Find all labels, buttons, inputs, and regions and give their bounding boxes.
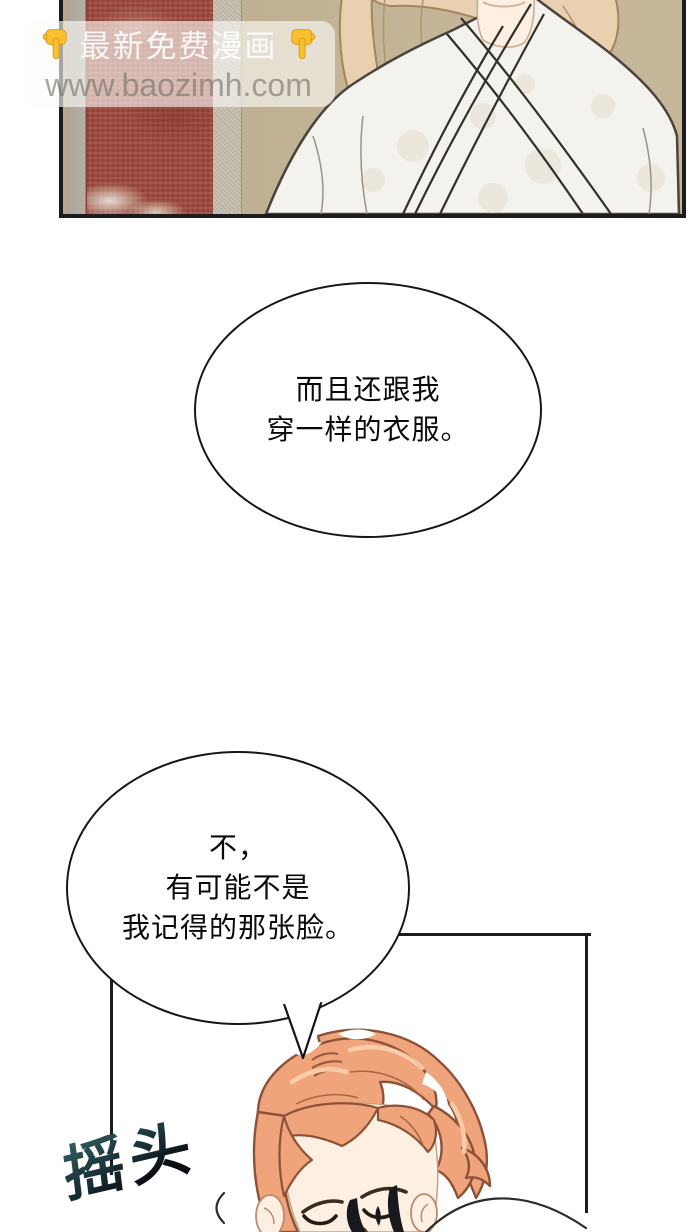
watermark: 最新免费漫画 www.baozimh.com (22, 21, 335, 107)
pointing-down-hand-icon (290, 29, 315, 60)
panel2-border-right (585, 933, 588, 1213)
top-character-illustration (264, 0, 681, 214)
panel2-border-left (110, 978, 113, 1175)
bottom-character-illustration (252, 1028, 492, 1232)
speech-bubble-2: 不， 有可能不是 我记得的那张脸。 (66, 751, 410, 1025)
bubble-line: 穿一样的衣服。 (266, 414, 470, 445)
brush-marks (346, 1185, 404, 1232)
pointing-down-hand-icon (42, 29, 67, 60)
bubble-line: 不， (208, 832, 267, 863)
neck (476, 0, 535, 48)
panel2-border-top (380, 933, 591, 936)
watermark-text: 最新免费漫画 (79, 28, 278, 64)
watermark-url: www.baozimh.com (45, 67, 312, 103)
bubble-line: 我记得的那张脸。 (121, 912, 354, 943)
bubble-line: 有可能不是 (165, 872, 311, 903)
speech-bubble-1: 而且还跟我 穿一样的衣服。 (194, 282, 542, 538)
bubble-tail (282, 998, 324, 1060)
motion-lines (215, 1185, 588, 1232)
bubble-line: 而且还跟我 (295, 374, 441, 405)
